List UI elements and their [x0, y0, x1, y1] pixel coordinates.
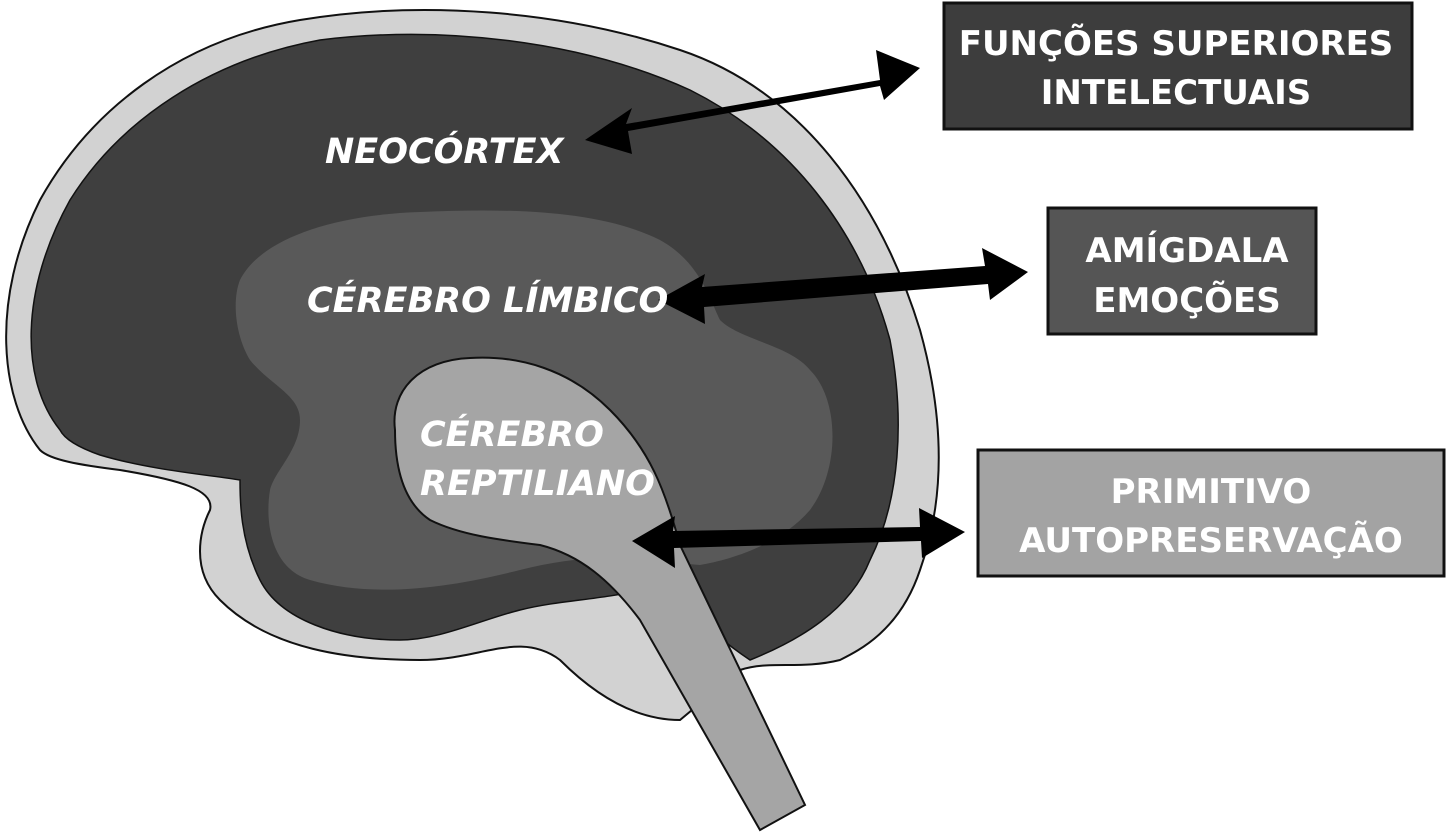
amygdala-line1: AMÍGDALA [1085, 230, 1289, 271]
limbic-label: CÉREBRO LÍMBICO [307, 279, 668, 321]
amygdala-box: AMÍGDALA EMOÇÕES [1046, 206, 1318, 336]
primitive-line2: AUTOPRESERVAÇÃO [1019, 520, 1403, 561]
arrow-limbic [658, 248, 1028, 324]
primitive-line1: PRIMITIVO [1111, 472, 1312, 512]
higher-functions-box: FUNÇÕES SUPERIORES INTELECTUAIS [942, 1, 1414, 131]
reptilian-label-line1: CÉREBRO [420, 413, 604, 455]
higher-functions-line2: INTELECTUAIS [1041, 73, 1312, 113]
amygdala-line2: EMOÇÕES [1093, 280, 1281, 321]
reptilian-label-line2: REPTILIANO [420, 464, 655, 504]
arrow-reptilian [632, 508, 965, 568]
arrow-neocortex [585, 50, 920, 154]
higher-functions-line1: FUNÇÕES SUPERIORES [959, 23, 1394, 64]
primitive-box: PRIMITIVO AUTOPRESERVAÇÃO [976, 448, 1446, 578]
neocortex-label: NEOCÓRTEX [325, 130, 566, 172]
